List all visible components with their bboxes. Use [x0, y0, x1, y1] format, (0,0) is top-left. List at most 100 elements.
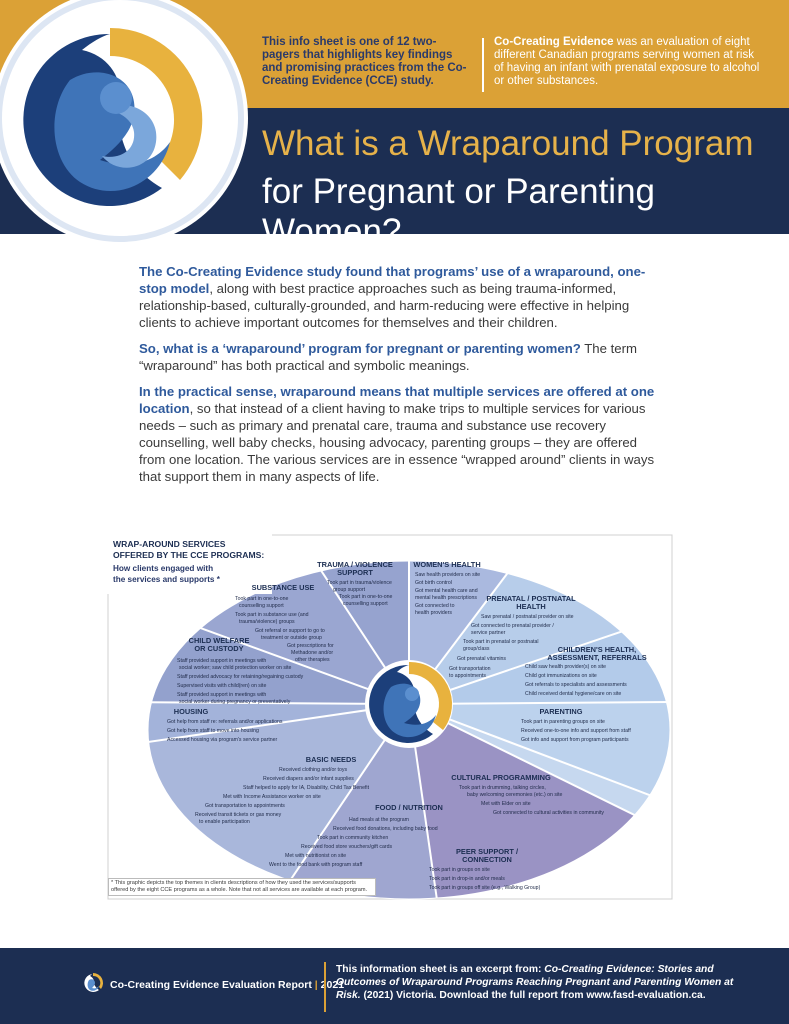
womens-item: Saw health providers on site [415, 572, 480, 578]
substance-item: Took part in substance use (and [235, 612, 309, 618]
cultural-item: Got connected to cultural activities in … [493, 810, 604, 816]
childrens-item: Got referrals to specialists and assessm… [525, 682, 627, 688]
womens-item: Got connected to [415, 603, 455, 609]
paragraph-1-lead: The Co-Creating Evidence study found tha… [139, 264, 646, 296]
body-text: The Co-Creating Evidence study found tha… [139, 263, 659, 494]
prenatal-item: Got prenatal vitamins [457, 656, 506, 662]
child-welfare-item: Staff provided advocacy for retaining/re… [177, 674, 304, 680]
childrens-title-2: ASSESSMENT, REFERRALS [547, 653, 646, 662]
womens-item: mental health prescriptions [415, 595, 477, 601]
footer-year: 2021 [320, 979, 345, 991]
diagram-footnote: * This graphic depicts the top themes in… [108, 878, 376, 896]
cultural-title: CULTURAL PROGRAMMING [451, 773, 551, 782]
prenatal-item: Saw prenatal / postnatal provider on sit… [481, 614, 574, 620]
substance-item: Took part in one-to-one [235, 596, 288, 602]
segment-food [277, 704, 437, 899]
housing-title: HOUSING [174, 707, 209, 716]
child-welfare-item: Supervised visits with child(ren) on sit… [177, 683, 266, 689]
footer-logo-icon [82, 972, 104, 994]
intro-left-b: Co-Creating Evidence [262, 62, 467, 87]
substance-item: Methadone and/or [291, 650, 333, 656]
food-item: Had meals at the program [349, 817, 409, 823]
peer-title-1: PEER SUPPORT / [456, 847, 518, 856]
paragraph-1: The Co-Creating Evidence study found tha… [139, 263, 659, 331]
trauma-title-2: SUPPORT [337, 568, 373, 577]
prenatal-item: Got connected to prenatal provider / [471, 623, 554, 629]
parenting-item: Received one-to-one info and support fro… [521, 728, 631, 734]
basic-needs-item: Received transit tickets or gas money [195, 812, 282, 818]
cce-logo-icon [14, 24, 206, 216]
peer-item: Took part in groups on site [429, 867, 490, 873]
diagram-subheading-2: the services and supports * [113, 575, 221, 584]
paragraph-3-rest: , so that instead of a client having to … [139, 401, 655, 484]
logo-ring [0, 0, 244, 242]
substance-item: counselling support [239, 603, 284, 609]
diagram-center-logo-icon [365, 660, 453, 748]
basic-needs-title: BASIC NEEDS [306, 755, 357, 764]
cultural-item: Met with Elder on site [481, 801, 531, 807]
food-item: Received food store vouchers/gift cards [301, 844, 393, 850]
page-title-line2: for Pregnant or Parenting Women? [262, 172, 656, 251]
child-welfare-item: Staff provided support in meetings with [177, 692, 266, 698]
substance-item: treatment or outside group [261, 635, 322, 641]
prenatal-item: group/class [463, 646, 490, 652]
substance-item: Got prescriptions for [287, 643, 334, 649]
prenatal-title-2: HEALTH [516, 602, 545, 611]
prenatal-item: Took part in prenatal or postnatal [463, 639, 539, 645]
peer-item: Took part in drop-in and/or meals [429, 876, 505, 882]
womens-item: health providers [415, 610, 452, 616]
housing-item: Got help from staff to move into housing [167, 728, 259, 734]
trauma-item: counselling support [343, 601, 388, 607]
food-item: Met with nutritionist on site [285, 853, 346, 859]
basic-needs-item: Received clothing and/or toys [279, 767, 347, 773]
substance-item: trauma/violence) groups [239, 619, 295, 625]
housing-item: Got help from staff re: referrals and/or… [167, 719, 283, 725]
child-welfare-item: social worker; saw child protection work… [179, 665, 292, 671]
parenting-item: Got info and support from program partic… [521, 737, 629, 743]
footer-report-label: Co-Creating Evidence Evaluation Report |… [110, 979, 344, 991]
child-welfare-title-1: CHILD WELFARE [189, 636, 250, 645]
substance-item: Got referral or support to go to [255, 628, 325, 634]
intro-right-b: was an evaluation of eight different Can… [494, 36, 760, 87]
trauma-item: Took part in one-to-one [339, 594, 392, 600]
womens-item: Got mental health care and [415, 588, 478, 594]
trauma-item: group support [333, 587, 366, 593]
intro-divider [482, 38, 484, 92]
diagram-subheading-1: How clients engaged with [113, 564, 213, 573]
substance-item: other therapies [295, 657, 330, 663]
cultural-item: baby welcoming ceremonies (etc.) on site [467, 792, 563, 798]
diagram-heading-2: OFFERED BY THE CCE PROGRAMS: [113, 550, 264, 560]
footer-citation: This information sheet is an excerpt fro… [336, 963, 736, 1002]
diagram-heading-1: WRAP-AROUND SERVICES [113, 539, 226, 549]
food-title: FOOD / NUTRITION [375, 803, 443, 812]
intro-note: This info sheet is one of 12 two-pagers … [262, 36, 474, 88]
basic-needs-item: to enable participation [199, 819, 250, 825]
paragraph-3-lead: In the practical sense, wraparound means… [139, 384, 655, 416]
footer-divider [324, 962, 326, 1012]
peer-title-2: CONNECTION [462, 855, 512, 864]
basic-needs-item: Got transportation to appointments [205, 803, 285, 809]
page-title-line1: What is a Wraparound Program [262, 124, 754, 163]
paragraph-3: In the practical sense, wraparound means… [139, 383, 659, 485]
basic-needs-item: Staff helped to apply for IA, Disability… [243, 785, 370, 791]
womens-title: WOMEN'S HEALTH [413, 560, 480, 569]
child-welfare-item: social worker during pregnancy or preven… [179, 699, 291, 705]
womens-item: Got birth control [415, 580, 452, 586]
paragraph-1-rest: , along with best practice approaches su… [139, 281, 630, 330]
trauma-item: Took part in trauma/violence [327, 580, 392, 586]
wraparound-services-diagram: WRAP-AROUND SERVICES OFFERED BY THE CCE … [107, 534, 673, 900]
paragraph-2-rest: The term “wraparound” has both practical… [139, 341, 638, 373]
footer-citation-c: (2021) Victoria. Download the full repor… [360, 990, 706, 1001]
prenatal-title-1: PRENATAL / POSTNATAL [486, 594, 576, 603]
paragraph-2: So, what is a ‘wraparound’ program for p… [139, 340, 659, 374]
footer-citation-title: Co-Creating Evidence: Stories and Outcom… [336, 964, 734, 1001]
housing-item: Accessed housing via program's service p… [167, 737, 278, 743]
intro-left-a: This info sheet is one of 12 two-pagers … [262, 36, 453, 74]
prenatal-item: service partner [471, 630, 506, 636]
peer-item: Took part in groups off site (e.g., Walk… [429, 885, 541, 891]
childrens-item: Child received dental hygiene/care on si… [525, 691, 621, 697]
childrens-title-1: CHILDREN'S HEALTH, [558, 645, 636, 654]
logo-badge [0, 0, 248, 246]
food-item: Received food donations, including baby … [333, 826, 438, 832]
footer-report-title: Co-Creating Evidence Evaluation Report [110, 979, 312, 991]
